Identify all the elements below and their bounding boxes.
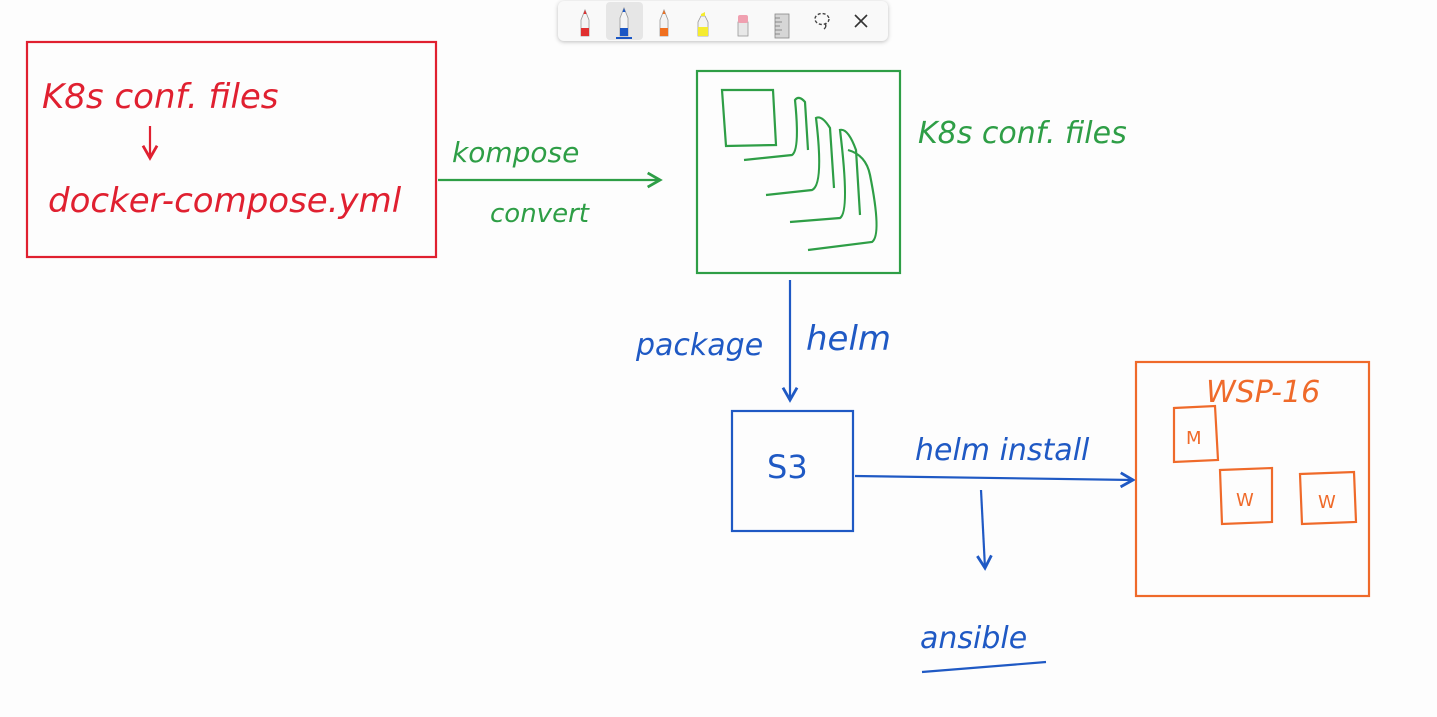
worker-node-2-label: W	[1318, 492, 1336, 513]
worker-node-1: W	[1218, 466, 1274, 526]
master-node-label: M	[1186, 428, 1202, 449]
red-pen-tool[interactable]	[566, 2, 604, 40]
k8s-files-box: K8s conf. files	[695, 69, 1127, 275]
close-toolbar-button[interactable]	[843, 2, 881, 40]
source-box-frame	[25, 40, 438, 259]
install-arrow-label: helm install	[915, 433, 1090, 468]
kompose-arrow-label-top: kompose	[452, 136, 579, 169]
eraser-icon	[737, 15, 749, 37]
package-arrow-label-right: helm	[806, 319, 891, 359]
ansible-underline	[921, 660, 1047, 674]
eraser-tool[interactable]	[724, 2, 762, 40]
source-box-line2: docker-compose.yml	[48, 181, 402, 221]
kompose-arrow-label-bottom: convert	[490, 199, 590, 229]
ansible-branch: ansible	[920, 489, 1047, 674]
s3-label: S3	[767, 448, 808, 486]
ruler-icon	[774, 13, 790, 39]
highlighter-tool[interactable]	[685, 2, 723, 40]
s3-box: S3	[730, 409, 855, 533]
ansible-label: ansible	[920, 621, 1027, 656]
ansible-branch-arrow	[976, 489, 993, 571]
source-box-line1: K8s conf. files	[42, 77, 279, 117]
drawing-toolbar	[558, 1, 888, 41]
blue-pen-tool[interactable]	[605, 2, 643, 40]
source-box: K8s conf. files docker-compose.yml	[25, 40, 438, 259]
cluster-box-frame	[1134, 360, 1371, 598]
master-node: M	[1172, 404, 1220, 464]
k8s-files-box-frame	[695, 69, 902, 275]
package-arrow: package helm	[635, 280, 891, 403]
orange-pen-icon	[659, 8, 669, 37]
stacked-documents-icon	[720, 88, 878, 252]
cluster-label: WSP-16	[1206, 375, 1320, 410]
k8s-files-label: K8s conf. files	[918, 116, 1127, 151]
red-pen-icon	[580, 8, 590, 37]
lasso-select-button[interactable]	[803, 2, 841, 40]
kompose-arrow: kompose convert	[438, 136, 663, 229]
highlighter-icon	[697, 12, 709, 37]
install-arrow-line	[854, 471, 1136, 489]
close-icon	[854, 14, 868, 28]
worker-node-1-label: W	[1236, 490, 1254, 511]
cluster-box: WSP-16 M W W	[1134, 360, 1371, 598]
worker-node-2: W	[1298, 470, 1358, 526]
s3-box-frame	[730, 409, 855, 533]
ruler-tool[interactable]	[764, 2, 802, 40]
install-arrow: helm install	[854, 433, 1136, 489]
orange-pen-tool[interactable]	[645, 2, 683, 40]
package-arrow-label-left: package	[635, 328, 763, 363]
blue-pen-icon	[616, 6, 633, 39]
lasso-icon	[814, 12, 830, 30]
